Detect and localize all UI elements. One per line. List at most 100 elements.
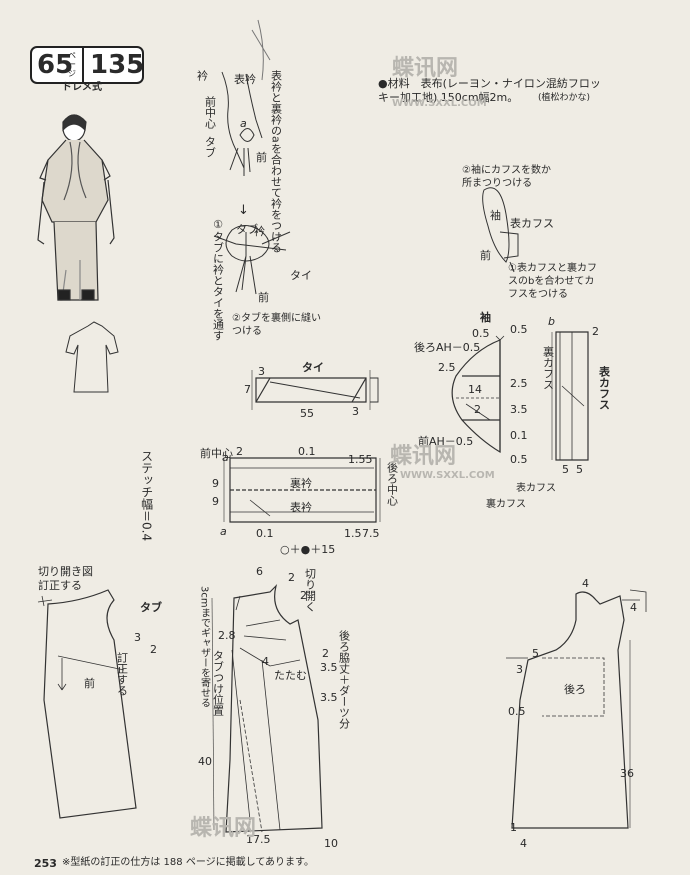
back-dim-05: 0.5 [508, 705, 526, 718]
watermark-top-url: WWW.SXXL.COM [392, 98, 487, 109]
back-dim-36: 36 [620, 767, 634, 780]
watermark-top: 蝶讯网 [392, 56, 459, 81]
front-dim-175: 17.5 [246, 833, 271, 846]
model-illustration [37, 114, 115, 301]
tie-dim-7: 7 [244, 383, 251, 396]
materials-line-2: キー加工地) 150cm幅2m。 [378, 91, 519, 104]
collar-dim-75: 7.5 [362, 527, 380, 540]
back-dim-1: 1 [510, 821, 517, 834]
footer-page-number: 253 [34, 857, 57, 870]
step-mae-2: 前 [258, 291, 269, 304]
front-dim-35b: 3.5 [320, 691, 338, 704]
tie-piece [251, 370, 379, 410]
collar-ura-eri: 裏衿 [290, 477, 312, 490]
collar-dim-9b: 9 [212, 495, 219, 508]
front-kiri-label: 切り開く [303, 568, 317, 612]
back-view-illustration [65, 321, 119, 393]
step-tab-label: タブ [236, 223, 258, 236]
tab-piece-title: タブ [140, 601, 162, 614]
step-tai-label: タイ [290, 269, 312, 282]
tab-dim-2: 2 [150, 643, 157, 656]
badge-divider [82, 48, 84, 82]
cuff-dim-5a: 5 [562, 463, 569, 476]
cuff-piece [551, 331, 589, 461]
tab-dim-3: 3 [134, 631, 141, 644]
front-dim-2b: 2 [300, 589, 307, 602]
step-2-instruction: ②タブを裏側に縫いつける [232, 313, 321, 337]
kiri-correct-2: 訂正する [115, 652, 129, 696]
collar-mark-a2: a [222, 451, 229, 464]
front-gathers-note: 3cmまでギャザーを寄せる [198, 586, 210, 708]
stitch-width-note: ステッチ幅＝0.4 [139, 450, 154, 542]
front-dim-6: 6 [256, 565, 263, 578]
front-dim-35a: 3.5 [320, 661, 338, 674]
collar-step-illustration [213, 19, 291, 295]
sleeve-dim-05b: 0.5 [510, 323, 528, 336]
tie-dim-3b: 3 [352, 405, 359, 418]
cuff-mae-label: 前 [480, 249, 491, 262]
cuff-step-2: ②袖にカフスを数か所まつりつける [462, 165, 551, 189]
cuff-ura-label: 裏カフス [541, 346, 555, 390]
front-dim-2c: 2 [322, 647, 329, 660]
step-label-front-center: 前中心 [203, 96, 217, 129]
back-dim-4a: 4 [582, 577, 589, 590]
step-a-instruction: 表衿と裏衿のaを合わせて衿をつける [269, 70, 283, 253]
collar-dim-2: 2 [236, 445, 243, 458]
kiri-mae: 前 [84, 677, 95, 690]
front-tatamu: たたむ [274, 669, 307, 682]
style-label: ドレメ式 [62, 82, 102, 93]
sleeve-dim-05c: 0.5 [510, 453, 528, 466]
front-dim-2a: 2 [288, 571, 295, 584]
cut-open-front-piece [37, 589, 137, 819]
step-1-instruction: ①タブに衿とタイを通す [211, 218, 225, 341]
step-eri-label: 衿 [254, 225, 265, 238]
front-dim-28: 2.8 [218, 629, 236, 642]
cuff-omote-label: 表カフス [510, 217, 554, 230]
collar-dim-9a: 9 [212, 477, 219, 490]
step-mae: 前 [256, 151, 267, 164]
footer-note: ※型紙の訂正の仕方は 188 ページに掲載してあります。 [62, 857, 315, 868]
sleeve-title: 袖 [480, 311, 491, 324]
step-arrow: ↓ [238, 203, 249, 218]
cuff-dim-5b: 5 [576, 463, 583, 476]
cuff-dim-2: 2 [592, 325, 599, 338]
back-dim-3: 3 [516, 663, 523, 676]
collar-dim-01: 0.1 [298, 445, 316, 458]
sleeve-dim-25a: 2.5 [438, 361, 456, 374]
tie-dim-55: 55 [300, 407, 314, 420]
cuff-sode-label: 袖 [490, 209, 501, 222]
collar-dim-01b: 0.1 [256, 527, 274, 540]
cuff-step-illustration [482, 187, 519, 273]
pattern-badge: 65 ページ 135 [30, 46, 144, 84]
page-ref-suffix: ページ [68, 51, 76, 78]
front-back-side-note: 後ろ脇丈＋ダーツ分 [337, 630, 351, 729]
sleeve-dim-35: 3.5 [510, 403, 528, 416]
front-dim-40: 40 [198, 755, 212, 768]
materials-credit: (植松わかな) [538, 93, 591, 103]
sleeve-dim-01: 0.1 [510, 429, 528, 442]
sleeve-back-ah: 後ろAH－0.5 [414, 341, 481, 354]
collar-dim-155: 1.55 [348, 453, 373, 466]
sleeve-front-ah: 前AH－0.5 [418, 435, 474, 448]
back-dim-4b: 4 [630, 601, 637, 614]
cuff-step-1: ①表カフスと裏カフスのbを合わせてカフスをつける [508, 263, 597, 300]
collar-front-center: 前中心 [200, 447, 233, 460]
sleeve-dim-14: 14 [468, 383, 482, 396]
collar-omote-eri: 表衿 [290, 501, 312, 514]
collar-formula: ○＋●＋15 [280, 543, 336, 556]
sleeve-dim-2: 2 [474, 403, 481, 416]
kiri-correct-1: 訂正する [38, 579, 82, 592]
step-a-mark: a [240, 117, 247, 130]
cuff-bottom-omote: 表カフス [516, 483, 556, 494]
front-tab-position: タブつけ位置 [211, 650, 225, 716]
watermark-mid-url: WWW.SXXL.COM [400, 470, 495, 481]
materials-line-1: ●材料 表布(レーヨン・ナイロン混紡フロッ [378, 77, 601, 90]
sleeve-dim-25b: 2.5 [510, 377, 528, 390]
collar-piece [223, 457, 381, 523]
tie-title: タイ [302, 361, 324, 374]
step-label-eri: 衿 [195, 70, 209, 81]
sleeve-piece [451, 335, 505, 454]
back-piece [506, 589, 647, 829]
